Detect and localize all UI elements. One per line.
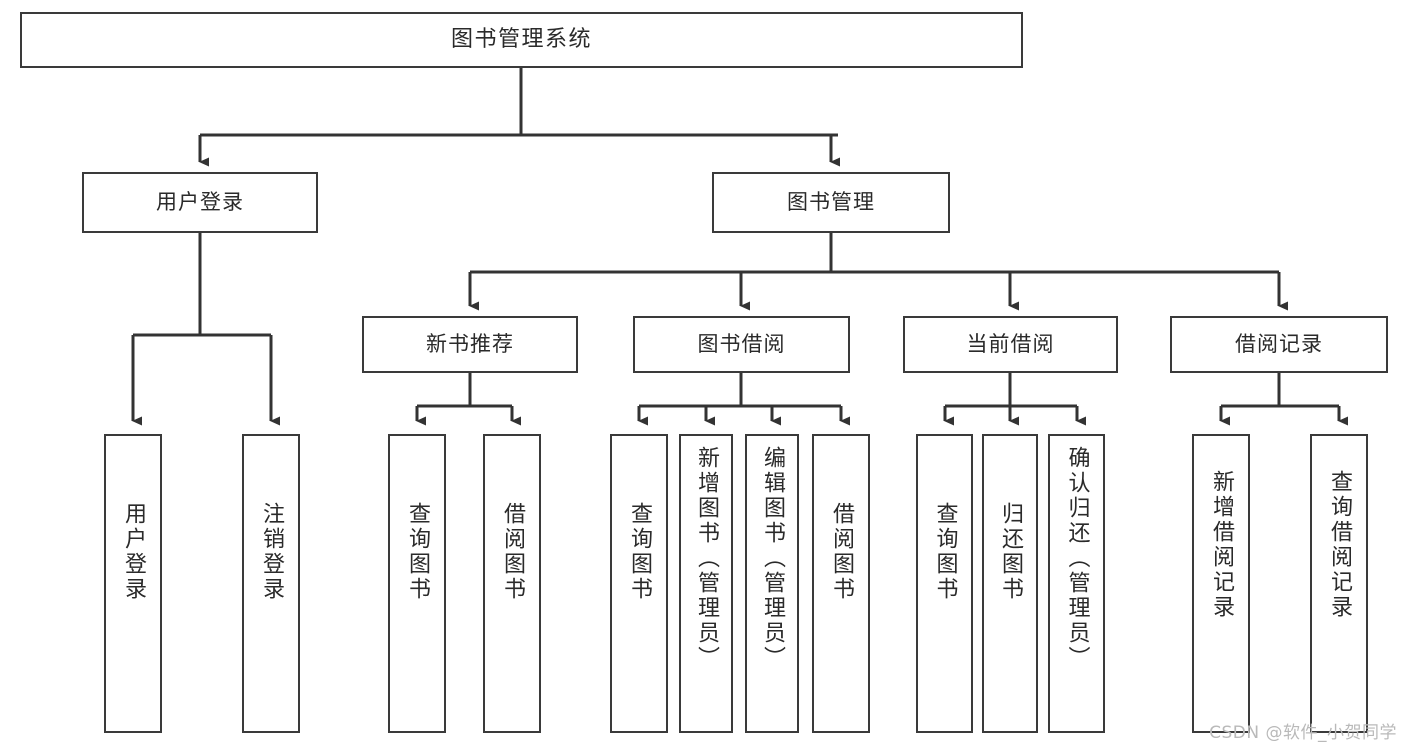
- node-label: 确认归还（管理员）: [1064, 446, 1090, 671]
- node-label: 查询借阅记录: [1327, 470, 1352, 620]
- node-label: 图书管理系统: [450, 27, 592, 53]
- node-label: 用户登录: [121, 502, 146, 602]
- node-label: 新增图书（管理员）: [694, 446, 719, 671]
- leaf-query-book-recommend[interactable]: 查询图书: [388, 434, 446, 733]
- leaf-edit-book-admin[interactable]: 编辑图书（管理员）: [745, 434, 799, 733]
- node-borrow-record[interactable]: 借阅记录: [1170, 316, 1388, 373]
- node-label: 图书借阅: [697, 332, 786, 357]
- node-label: 借阅记录: [1235, 332, 1323, 357]
- node-book-management[interactable]: 图书管理: [712, 172, 950, 233]
- node-label: 新增借阅记录: [1209, 470, 1234, 620]
- node-label: 图书管理: [787, 190, 875, 215]
- leaf-query-borrow-record[interactable]: 查询借阅记录: [1310, 434, 1368, 733]
- node-label: 当前借阅: [966, 332, 1055, 357]
- node-new-book-recommend[interactable]: 新书推荐: [362, 316, 578, 373]
- node-label: 用户登录: [156, 190, 244, 215]
- node-label: 新书推荐: [426, 332, 514, 357]
- leaf-add-borrow-record[interactable]: 新增借阅记录: [1192, 434, 1250, 733]
- node-book-management-system[interactable]: 图书管理系统: [20, 12, 1023, 68]
- watermark: CSDN @软件_小贺同学: [1209, 723, 1397, 743]
- leaf-borrow-book[interactable]: 借阅图书: [812, 434, 870, 733]
- leaf-query-book-current[interactable]: 查询图书: [916, 434, 973, 733]
- node-user-login[interactable]: 用户登录: [82, 172, 318, 233]
- node-label: 归还图书: [998, 502, 1023, 602]
- leaf-borrow-book-recommend[interactable]: 借阅图书: [483, 434, 541, 733]
- leaf-return-book[interactable]: 归还图书: [982, 434, 1038, 733]
- node-label: 借阅图书: [829, 502, 854, 602]
- node-label: 查询图书: [932, 502, 958, 602]
- leaf-logout-login[interactable]: 注销登录: [242, 434, 300, 733]
- leaf-query-book-borrow[interactable]: 查询图书: [610, 434, 668, 733]
- node-label: 编辑图书（管理员）: [760, 446, 785, 671]
- node-label: 查询图书: [627, 502, 652, 602]
- node-label: 注销登录: [259, 502, 284, 602]
- node-current-borrow[interactable]: 当前借阅: [903, 316, 1118, 373]
- leaf-user-login[interactable]: 用户登录: [104, 434, 162, 733]
- node-book-borrow[interactable]: 图书借阅: [633, 316, 850, 373]
- node-label: 借阅图书: [500, 502, 525, 602]
- leaf-confirm-return-admin[interactable]: 确认归还（管理员）: [1048, 434, 1105, 733]
- leaf-add-book-admin[interactable]: 新增图书（管理员）: [679, 434, 733, 733]
- node-label: 查询图书: [405, 502, 430, 602]
